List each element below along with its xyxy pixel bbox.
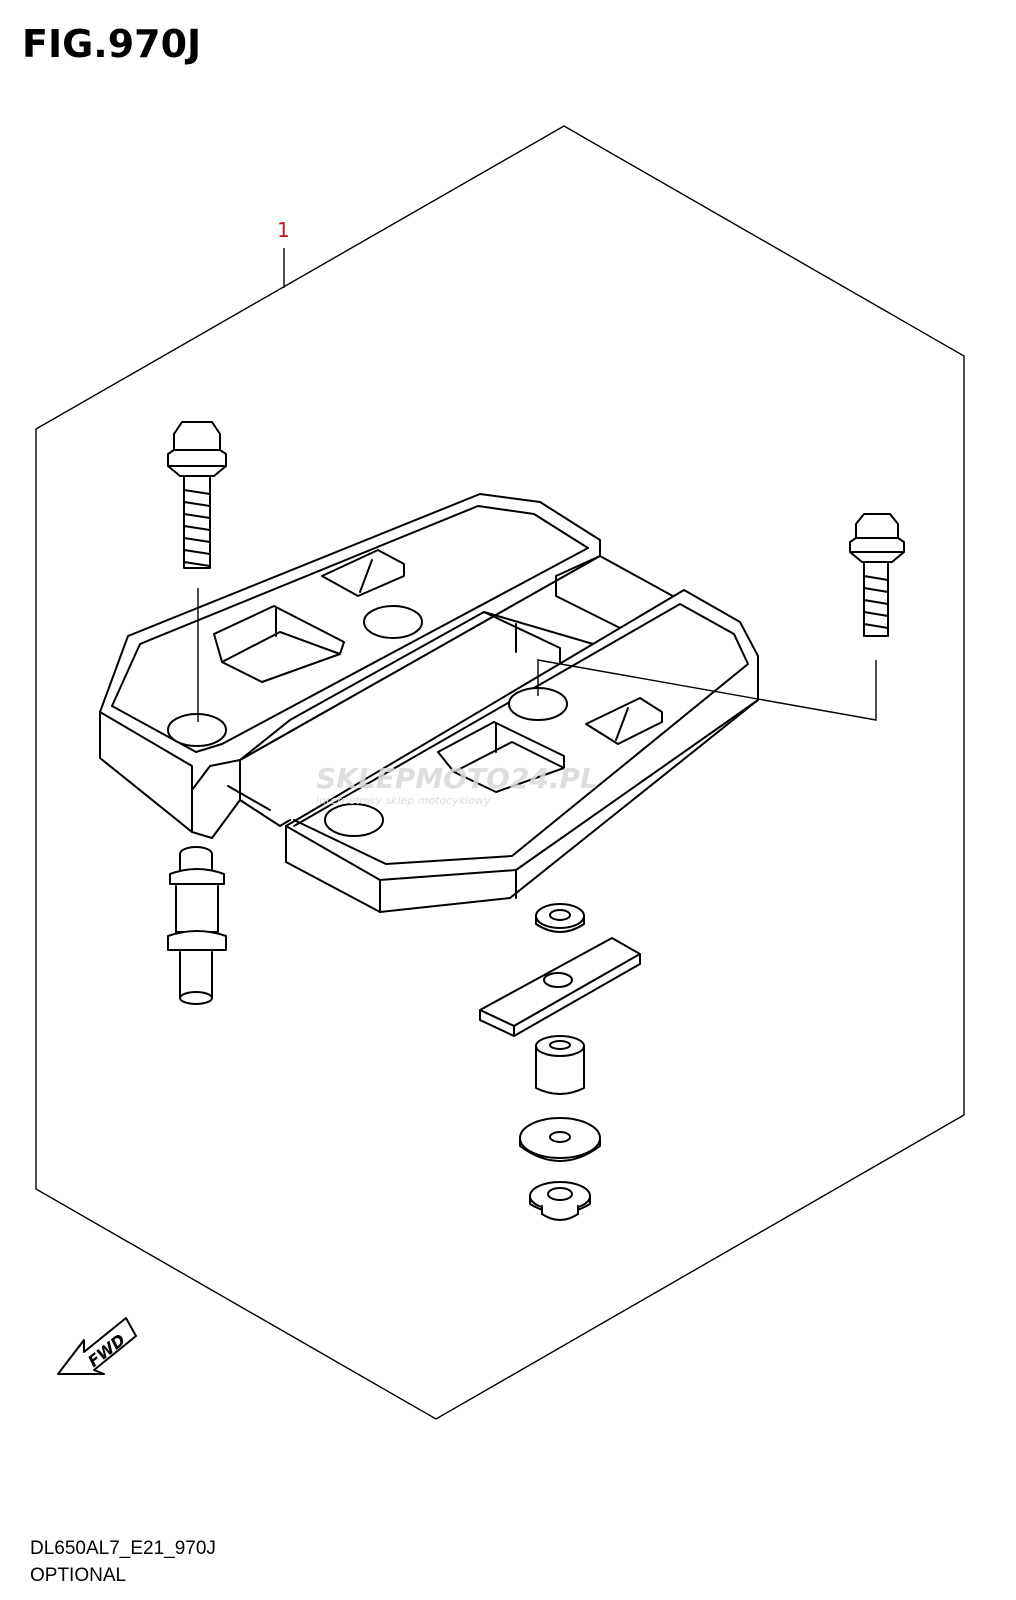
- rubber-pad[interactable]: [479, 937, 641, 1037]
- watermark-tagline: internetowy sklep motocyklowy: [316, 794, 491, 807]
- drawing-code: DL650AL7_E21_970J: [30, 1538, 216, 1559]
- stepped-stud[interactable]: [167, 846, 227, 1005]
- collar[interactable]: [535, 1035, 585, 1095]
- watermark-brand: SKLEPMOTO24.PL: [316, 762, 598, 795]
- bolt-right[interactable]: [849, 513, 905, 637]
- small-washer[interactable]: [535, 903, 585, 933]
- flange-nut[interactable]: [529, 1181, 591, 1221]
- callout-number-1[interactable]: 1: [277, 218, 290, 242]
- drawing-name: OPTIONAL: [30, 1565, 127, 1586]
- bolt-right-leader: [537, 659, 877, 721]
- large-washer[interactable]: [519, 1117, 601, 1162]
- watermark: SKLEPMOTO24.PL internetowy sklep motocyk…: [316, 762, 598, 807]
- bolt-left[interactable]: [167, 421, 227, 569]
- figure-title: FIG.970J: [22, 22, 202, 66]
- carrier-plate[interactable]: [99, 493, 759, 913]
- fwd-arrow: FWD: [57, 1317, 137, 1375]
- assembly-boundary: [35, 125, 965, 1420]
